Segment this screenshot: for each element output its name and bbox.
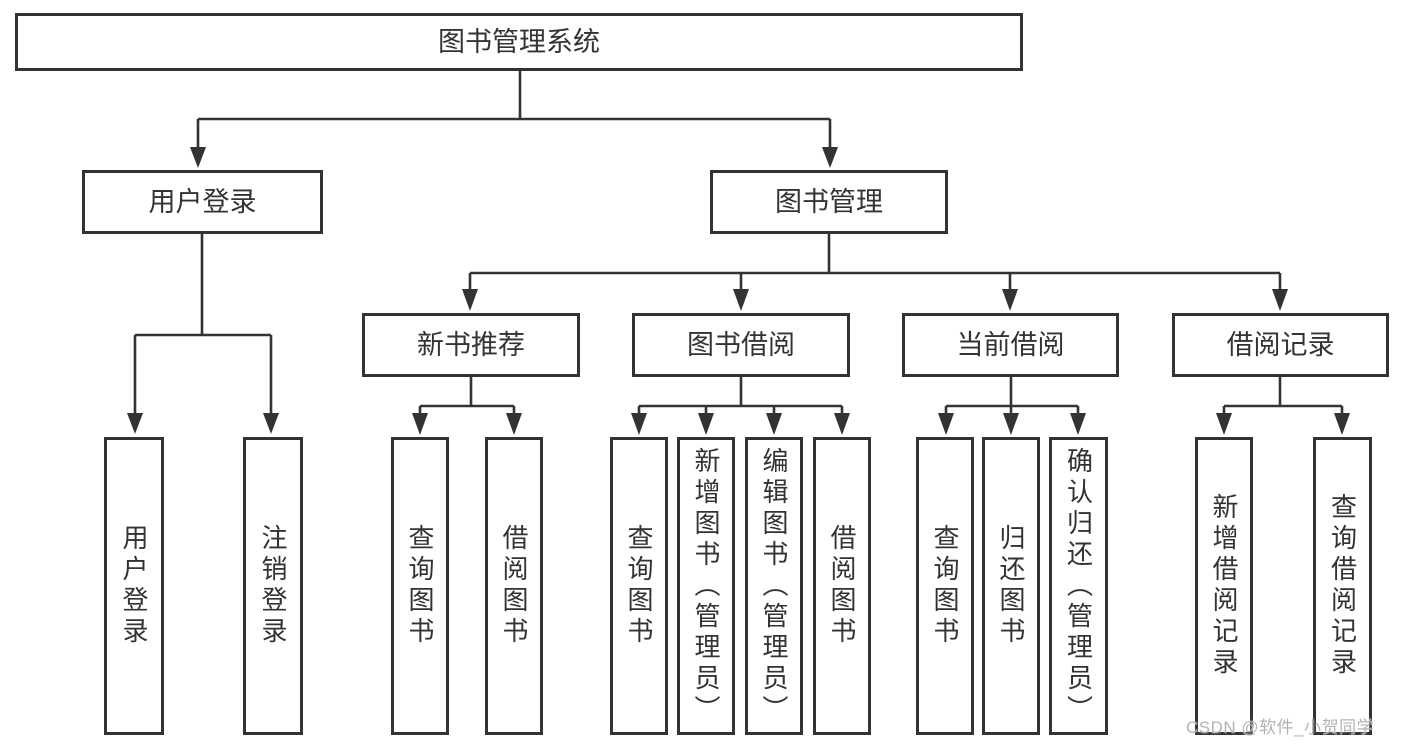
arrowhead-icon (462, 289, 478, 311)
connector-line (196, 70, 832, 150)
leaf-user-login: 用户登录 (104, 437, 164, 735)
connector-line (133, 234, 273, 416)
arrowhead-icon (412, 413, 428, 435)
arrowhead-icon (834, 413, 850, 435)
connector-line (637, 377, 844, 416)
connector-line (468, 234, 1282, 292)
leaf-confirm-return-admin: 确认归还（管理员） (1049, 437, 1108, 735)
arrowhead-icon (506, 413, 522, 435)
leaf-query-books-current: 查询图书 (916, 437, 974, 735)
arrowhead-icon (127, 413, 143, 434)
arrowhead-icon (698, 413, 714, 435)
connector-line (418, 377, 516, 416)
node-new-book-recommend: 新书推荐 (362, 313, 580, 377)
leaf-add-books-admin: 新增图书（管理员） (677, 437, 735, 735)
csdn-watermark: CSDN @软件_小贺同学 (1186, 718, 1375, 737)
arrowhead-icon (631, 413, 647, 435)
arrowhead-icon (1002, 289, 1018, 311)
node-library-management-system: 图书管理系统 (15, 13, 1023, 71)
arrowhead-icon (1216, 413, 1232, 435)
arrowhead-icon (766, 413, 782, 435)
node-current-borrowing: 当前借阅 (902, 313, 1119, 377)
arrowhead-icon (1070, 413, 1086, 435)
node-borrowing-records: 借阅记录 (1172, 313, 1389, 377)
arrowhead-icon (1003, 413, 1019, 435)
leaf-edit-books-admin: 编辑图书（管理员） (745, 437, 803, 735)
arrowhead-icon (1334, 413, 1350, 435)
arrowhead-icon (263, 413, 279, 434)
arrowhead-icon (733, 289, 749, 311)
leaf-logout-login: 注销登录 (243, 437, 303, 735)
connector-line (944, 377, 1080, 416)
leaf-query-books-borrowing: 查询图书 (610, 437, 668, 735)
arrowhead-icon (822, 147, 838, 168)
connector-line (1222, 377, 1344, 416)
leaf-query-books-recommend: 查询图书 (391, 437, 449, 735)
arrowhead-icon (190, 147, 206, 168)
node-book-management: 图书管理 (710, 170, 948, 234)
arrowhead-icon (938, 413, 954, 435)
leaf-return-books: 归还图书 (982, 437, 1040, 735)
node-user-login: 用户登录 (82, 170, 323, 234)
leaf-borrow-books-recommend: 借阅图书 (485, 437, 543, 735)
node-book-borrowing: 图书借阅 (632, 313, 850, 377)
leaf-borrow-books-borrowing: 借阅图书 (813, 437, 871, 735)
arrowhead-icon (1272, 289, 1288, 311)
leaf-add-borrow-record: 新增借阅记录 (1195, 437, 1253, 735)
leaf-query-borrow-record: 查询借阅记录 (1313, 437, 1372, 735)
